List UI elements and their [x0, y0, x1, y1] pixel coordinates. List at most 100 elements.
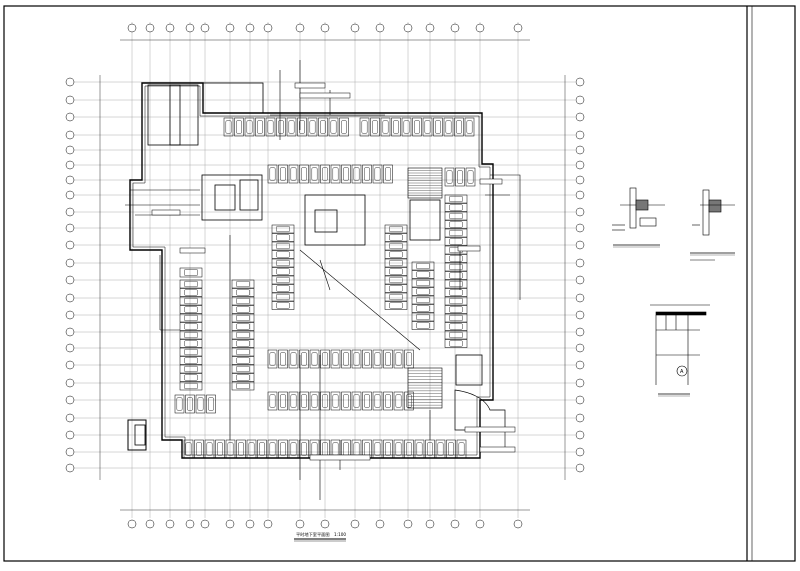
detail-section-2	[690, 189, 735, 261]
parked-car	[184, 306, 198, 313]
parked-car	[449, 272, 463, 279]
axis-bubble-right	[575, 240, 585, 250]
parking-stall	[318, 117, 328, 137]
parking-stall	[206, 394, 216, 414]
parking-stall	[179, 381, 203, 391]
parking-stall	[404, 439, 414, 459]
parked-car	[236, 281, 250, 288]
parked-car	[449, 281, 463, 288]
axis-bubble-top	[350, 23, 360, 33]
parking-stall	[446, 439, 456, 459]
axis-bubble-left	[65, 463, 75, 473]
parking-stall	[362, 391, 372, 411]
parking-stall	[444, 167, 455, 187]
axis-bubble-bottom	[450, 519, 460, 529]
parking-stall	[179, 373, 203, 382]
parked-car	[311, 442, 318, 456]
parking-stall	[444, 313, 468, 323]
parked-car	[276, 234, 290, 241]
parked-car	[416, 314, 430, 321]
parked-car	[382, 120, 389, 134]
parking-stall	[309, 391, 320, 411]
parking-stall	[444, 220, 468, 229]
parked-car	[389, 251, 403, 258]
parked-car	[184, 332, 198, 339]
parking-stall	[174, 394, 185, 414]
parking-stall	[393, 439, 404, 459]
parking-stall	[271, 284, 295, 293]
parked-car	[236, 323, 250, 330]
parked-car	[236, 357, 250, 364]
axis-bubble-right	[575, 145, 585, 155]
parked-car	[332, 442, 339, 456]
parking-stall	[271, 258, 295, 268]
axis-bubble-right	[575, 327, 585, 337]
parking-stall	[278, 391, 288, 411]
parking-stall	[384, 233, 408, 242]
parked-car	[301, 352, 307, 366]
axis-bubble-bottom	[200, 519, 210, 529]
parking-stall	[288, 349, 299, 369]
parked-car	[364, 167, 370, 181]
parking-stall	[231, 322, 255, 331]
axis-bubble-bottom	[350, 519, 360, 529]
axis-bubble-left	[65, 223, 75, 233]
parking-stall	[255, 117, 265, 137]
parking-stall	[278, 349, 288, 369]
parking-stall	[271, 275, 295, 285]
parking-stall	[444, 211, 468, 221]
axis-bubble-right	[575, 378, 585, 388]
axis-bubble-left	[65, 95, 75, 105]
parked-car	[414, 120, 420, 134]
parking-stall	[456, 439, 467, 459]
parked-car	[424, 120, 431, 134]
axis-bubble-right	[575, 160, 585, 170]
parked-car	[269, 394, 276, 408]
sheet-border	[3, 5, 796, 562]
parking-stall	[231, 279, 255, 289]
axis-bubble-left	[65, 395, 75, 405]
axis-bubble-left	[65, 77, 75, 87]
parked-car	[184, 289, 198, 296]
parking-stall	[307, 117, 318, 137]
parked-car	[449, 212, 463, 219]
axis-bubble-right	[575, 175, 585, 185]
parking-stall	[244, 117, 255, 137]
axis-bubble-left	[65, 175, 75, 185]
parking-stall	[384, 292, 408, 302]
parked-car	[364, 394, 370, 408]
parking-stall	[422, 117, 433, 137]
parked-car	[311, 394, 318, 408]
axis-bubble-top	[263, 23, 273, 33]
axis-bubble-right	[575, 95, 585, 105]
annotation-tags	[151, 82, 516, 461]
parked-car	[280, 394, 286, 408]
parked-car	[416, 271, 430, 278]
axis-bubble-left	[65, 207, 75, 217]
parked-car	[184, 383, 198, 390]
parked-car	[208, 397, 214, 411]
parking-stall	[351, 349, 362, 369]
parking-stall	[464, 117, 475, 137]
parking-stall	[231, 296, 255, 306]
parked-car	[176, 397, 183, 411]
parking-stall	[271, 292, 295, 302]
parking-stall	[411, 278, 435, 288]
parked-car	[236, 332, 250, 339]
parking-stall	[267, 349, 278, 369]
parked-car	[395, 352, 402, 366]
parking-stall	[455, 167, 465, 187]
parking-stall	[404, 391, 414, 411]
detail-section-1	[612, 187, 665, 248]
axis-bubble-right	[575, 360, 585, 370]
parking-stall	[271, 250, 295, 259]
parked-car	[416, 297, 430, 304]
parking-stall	[412, 117, 422, 137]
parking-stall	[383, 349, 393, 369]
axis-bubble-right	[575, 430, 585, 440]
basement-outline	[127, 82, 506, 459]
parked-car	[458, 442, 465, 456]
main-plan-title: 平时地下室平面图 1:100	[294, 531, 346, 542]
parking-stall	[257, 439, 267, 459]
parking-stall	[267, 439, 278, 459]
